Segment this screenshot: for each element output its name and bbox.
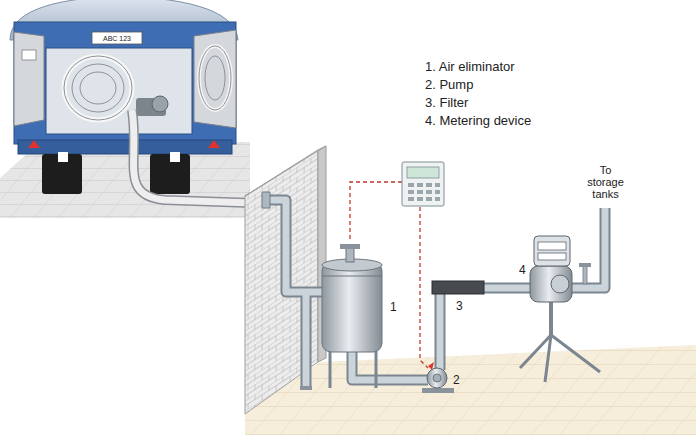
metering-device-part <box>551 275 569 293</box>
tanker-truck-part <box>199 46 231 110</box>
tanker-truck-part <box>170 152 180 162</box>
brick-wall <box>245 146 326 414</box>
pipework-part-part <box>572 208 605 288</box>
air-eliminator-tank <box>322 244 382 388</box>
control-panel-part-part <box>426 197 432 201</box>
air-eliminator-tank-part <box>340 244 360 249</box>
tanker-truck-part <box>14 22 236 144</box>
pump-part <box>433 374 441 382</box>
control-wiring-part <box>420 207 428 368</box>
legend-list-item: 1. Air eliminator <box>425 59 515 75</box>
callout-number: 3 <box>456 299 463 314</box>
tanker-truck-part <box>92 32 142 44</box>
metering-device-part <box>530 266 572 302</box>
legend-list-item: 4. Metering device <box>425 113 531 129</box>
pipework-part-part <box>301 292 312 388</box>
control-panel <box>402 162 444 206</box>
control-panel-part-part <box>426 190 432 194</box>
metering-device <box>520 236 600 382</box>
air-eliminator-tank-part <box>322 262 382 352</box>
tanker-truck-part <box>194 30 236 128</box>
pump-part <box>427 368 447 388</box>
tanker-truck-part <box>18 140 232 154</box>
metering-device-part <box>551 335 600 372</box>
tanker-truck-part <box>199 46 231 110</box>
pipework-part-part <box>437 290 444 370</box>
pipework-part-part <box>266 200 324 292</box>
tanker-truck-part <box>72 64 124 112</box>
tanker-truck-part <box>28 140 40 148</box>
callout-number: 1 <box>390 300 397 315</box>
control-panel-part-part <box>408 197 414 201</box>
air-eliminator-tank-part <box>322 276 382 277</box>
pump-part <box>428 362 434 370</box>
control-panel-part <box>408 183 440 201</box>
tanker-truck-part <box>205 56 225 100</box>
control-wiring <box>350 182 428 368</box>
pipework-part-part <box>482 283 530 294</box>
control-panel-part-part <box>417 197 423 201</box>
legend-list-item: 3. Filter <box>425 95 468 111</box>
control-panel-part-part <box>417 183 423 187</box>
control-panel-part-part <box>408 183 414 187</box>
pipework-part-part <box>572 208 605 288</box>
pipework-part <box>266 200 605 388</box>
tanker-truck-part <box>64 56 132 120</box>
control-panel-part-part <box>435 197 440 201</box>
legend-list-item: 2. Pump <box>425 77 473 93</box>
tanker-truck-part <box>22 50 36 60</box>
control-panel-part-part <box>426 183 432 187</box>
tanker-truck-part <box>46 48 192 134</box>
callout-number: 2 <box>453 373 460 388</box>
air-eliminator-tank-part <box>346 248 354 262</box>
callout-number: 4 <box>519 263 526 278</box>
tanker-truck-part <box>208 140 220 148</box>
tanker-truck-part <box>14 32 44 126</box>
filter <box>432 281 484 294</box>
control-wiring-part <box>350 182 402 242</box>
destination-label: To storage tanks <box>583 164 628 200</box>
pipework-part-part <box>352 350 428 380</box>
control-panel-part-part <box>417 190 423 194</box>
tanker-truck-part <box>58 152 68 162</box>
tanker-truck-part <box>152 96 168 112</box>
brick-wall-part <box>245 146 326 196</box>
hose-part <box>132 110 252 203</box>
control-panel-part <box>402 162 444 206</box>
pipework-part-part <box>266 200 324 292</box>
hose-part <box>132 110 252 203</box>
pipework-part-part <box>435 290 446 370</box>
metering-device-part <box>538 242 566 250</box>
pipework-part <box>583 266 587 284</box>
metering-device-part <box>545 335 551 382</box>
control-panel-part-part <box>408 190 414 194</box>
filter-part <box>432 281 484 294</box>
pipework-part-part <box>482 285 530 292</box>
metering-device-part <box>538 253 566 260</box>
pipework-part <box>300 386 312 390</box>
tanker-truck <box>10 0 238 194</box>
pipework-part <box>262 192 270 208</box>
hose <box>132 110 252 203</box>
pipework-part-part <box>352 350 428 380</box>
tanker-truck-part <box>80 72 116 104</box>
pipework-part-part <box>303 292 310 388</box>
pump-part <box>422 388 454 393</box>
metering-device-part <box>549 300 553 335</box>
pipework-part <box>579 263 591 267</box>
tanker-truck-part <box>64 56 132 120</box>
control-panel-part-part <box>435 183 440 187</box>
metering-device-part <box>534 236 570 266</box>
pipework-part <box>266 200 605 388</box>
license-plate: ABC 123 <box>95 33 139 45</box>
control-panel-part <box>407 167 439 178</box>
control-panel-part-part <box>435 190 440 194</box>
pipework <box>262 192 605 390</box>
